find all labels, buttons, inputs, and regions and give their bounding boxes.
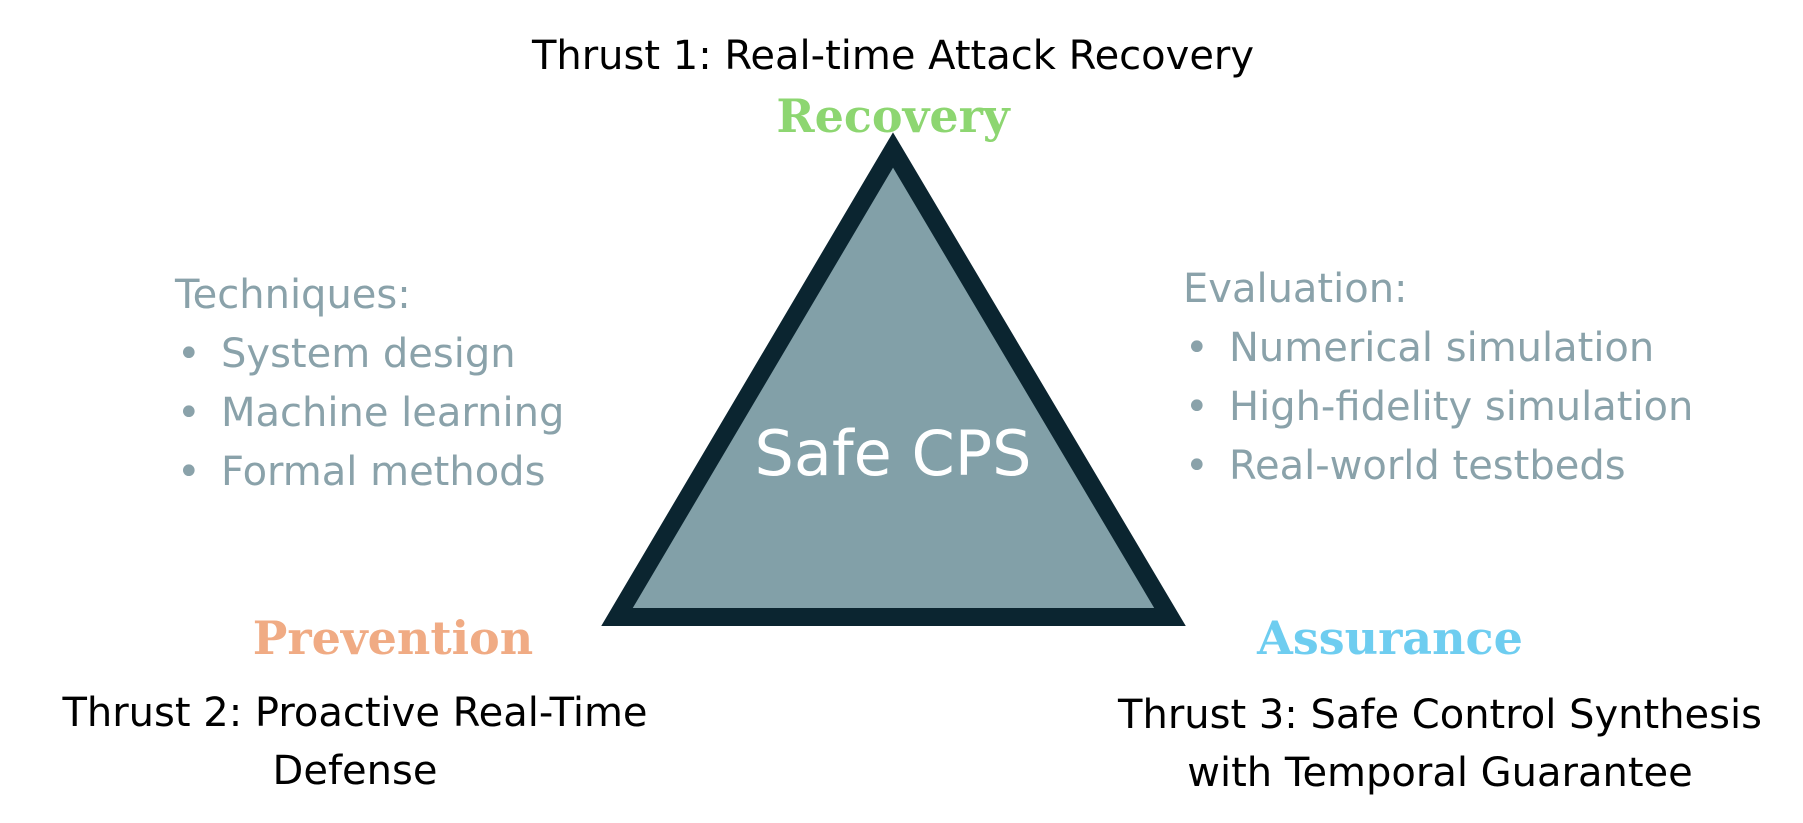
- technique-label: System design: [221, 331, 516, 377]
- techniques-list: • System design • Machine learning • For…: [175, 325, 564, 502]
- thrust-2-title: Thrust 2: Proactive Real-Time Defense: [20, 684, 690, 800]
- thrust-3-line-2: with Temporal Guarantee: [1187, 750, 1693, 796]
- list-item: • High-fidelity simulation: [1183, 378, 1693, 437]
- bullet-icon: •: [177, 331, 201, 377]
- techniques-heading: Techniques:: [175, 272, 411, 318]
- list-item: • Formal methods: [175, 443, 564, 502]
- list-item: • Numerical simulation: [1183, 319, 1693, 378]
- evaluation-label: Real-world testbeds: [1229, 443, 1626, 489]
- list-item: • Machine learning: [175, 384, 564, 443]
- evaluation-list: • Numerical simulation • High-fidelity s…: [1183, 319, 1693, 496]
- list-item: • System design: [175, 325, 564, 384]
- evaluation-heading: Evaluation:: [1183, 266, 1408, 312]
- assurance-label: Assurance: [1257, 611, 1523, 665]
- bullet-icon: •: [1185, 325, 1209, 371]
- evaluation-block: Evaluation: • Numerical simulation • Hig…: [1183, 260, 1693, 496]
- bullet-icon: •: [1185, 443, 1209, 489]
- technique-label: Machine learning: [221, 390, 565, 436]
- list-item: • Real-world testbeds: [1183, 437, 1693, 496]
- safe-cps-triangle: [601, 132, 1186, 626]
- thrust-2-line-2: Defense: [272, 748, 438, 794]
- techniques-block: Techniques: • System design • Machine le…: [175, 266, 564, 502]
- evaluation-label: High-fidelity simulation: [1229, 384, 1694, 430]
- technique-label: Formal methods: [221, 449, 546, 495]
- bullet-icon: •: [177, 449, 201, 495]
- prevention-label: Prevention: [252, 611, 534, 665]
- bullet-icon: •: [1185, 384, 1209, 430]
- thrust-1-title: Thrust 1: Real-time Attack Recovery: [531, 33, 1255, 79]
- center-label: Safe CPS: [754, 417, 1032, 490]
- recovery-label: Recovery: [776, 89, 1010, 143]
- bullet-icon: •: [177, 390, 201, 436]
- thrust-2-line-1: Thrust 2: Proactive Real-Time: [62, 690, 648, 736]
- thrust-3-title: Thrust 3: Safe Control Synthesis with Te…: [1090, 686, 1790, 802]
- evaluation-label: Numerical simulation: [1229, 325, 1655, 371]
- thrust-3-line-1: Thrust 3: Safe Control Synthesis: [1118, 692, 1762, 738]
